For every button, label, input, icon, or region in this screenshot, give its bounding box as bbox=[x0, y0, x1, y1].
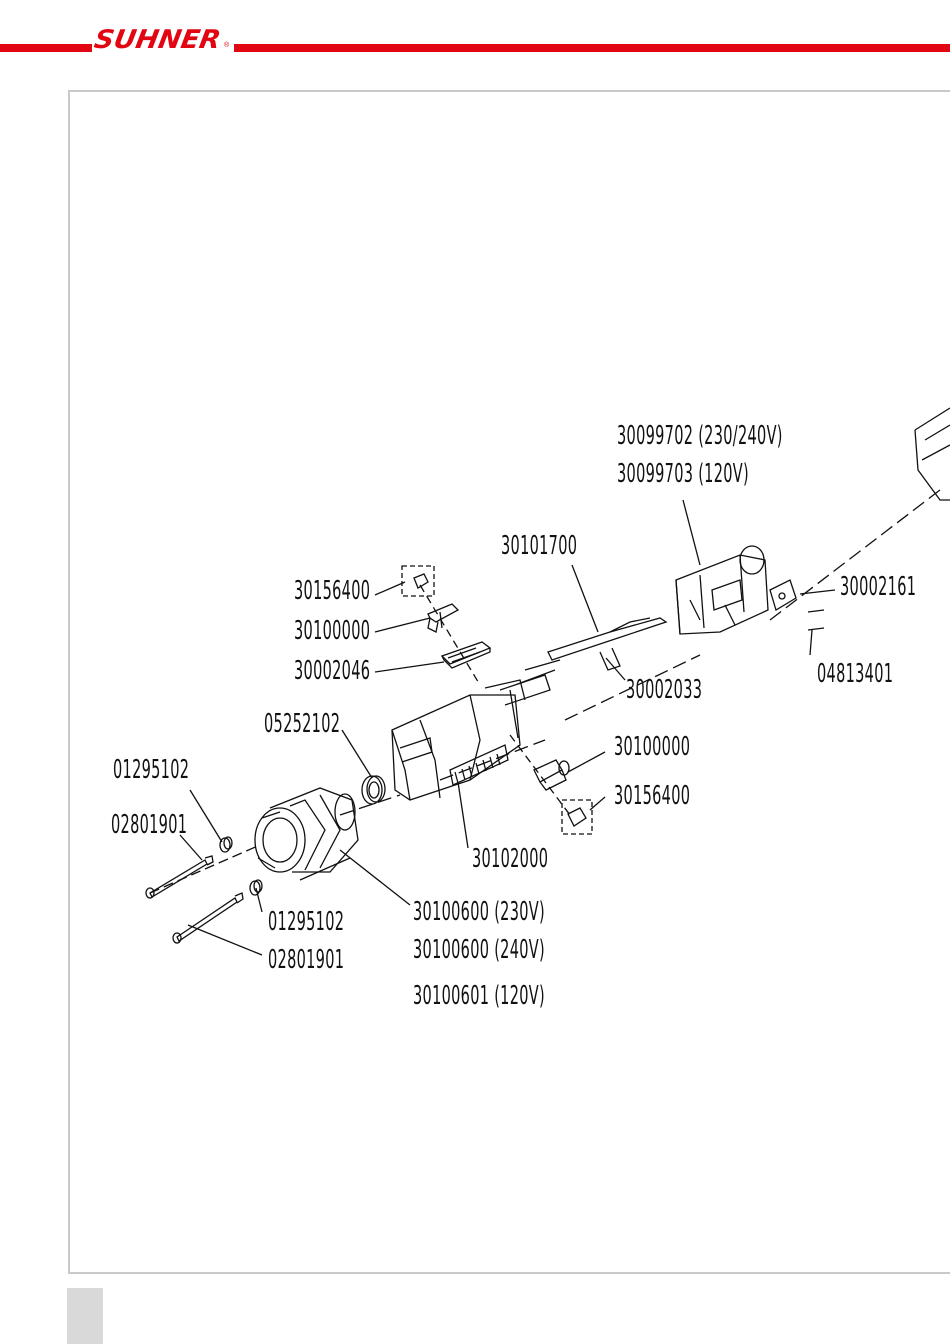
assembly-axis-line bbox=[150, 845, 260, 893]
part-label-switch-lever-lower: 30100000 bbox=[614, 733, 690, 761]
part-label-detail-lower: 30156400 bbox=[614, 782, 690, 810]
leader-line bbox=[375, 618, 430, 632]
switch-slider bbox=[442, 642, 490, 668]
part-label-end-cap: 30002161 bbox=[840, 573, 916, 601]
detail-box-lower bbox=[562, 800, 592, 834]
gear-housing-fragment bbox=[915, 408, 950, 500]
part-label-connector-strip: 30101700 bbox=[501, 532, 577, 560]
leader-line bbox=[190, 790, 222, 842]
part-label-electronic-module-120v: 30099703 (120V) bbox=[617, 460, 749, 488]
leader-line bbox=[375, 662, 444, 672]
part-label-washer-upper: 01295102 bbox=[113, 756, 189, 784]
part-label-stator-230v: 30100600 (230V) bbox=[413, 898, 545, 926]
part-label-screw-upper: 02801901 bbox=[111, 811, 187, 839]
connector-strip bbox=[548, 618, 666, 670]
assembly-axis-line bbox=[510, 735, 570, 815]
electronic-module bbox=[676, 546, 768, 634]
leader-line bbox=[683, 500, 700, 565]
bearing-ring bbox=[362, 776, 385, 804]
leader-line bbox=[188, 925, 262, 955]
part-label-stator-120v: 30100601 (120V) bbox=[413, 982, 545, 1010]
part-label-electronic-module-230v: 30099702 (230/240V) bbox=[617, 422, 783, 450]
screw-lower bbox=[173, 880, 262, 943]
part-label-contact: 30002033 bbox=[626, 676, 702, 704]
part-label-stator-240v: 30100600 (240V) bbox=[413, 936, 545, 964]
leader-line bbox=[342, 730, 372, 778]
stator-part bbox=[255, 788, 358, 880]
assembly-axis-line bbox=[340, 490, 940, 815]
leader-line bbox=[572, 565, 598, 632]
part-label-small-screw: 04813401 bbox=[817, 660, 893, 688]
detail-box-upper bbox=[402, 566, 434, 596]
leader-line bbox=[568, 752, 605, 772]
part-label-bearing-ring: 05252102 bbox=[264, 710, 340, 738]
end-cap bbox=[770, 580, 796, 610]
leader-line bbox=[810, 630, 812, 655]
leader-line bbox=[458, 782, 468, 848]
motor-housing bbox=[392, 660, 560, 800]
part-label-switch-lever-upper: 30100000 bbox=[294, 617, 370, 645]
part-label-detail-upper: 30156400 bbox=[294, 577, 370, 605]
part-label-switch-slider: 30002046 bbox=[294, 657, 370, 685]
switch-lever-upper bbox=[428, 604, 458, 632]
leader-line bbox=[375, 582, 405, 595]
assembly-axis-line bbox=[420, 585, 480, 685]
part-label-screw-lower: 02801901 bbox=[268, 946, 344, 974]
part-label-washer-lower: 01295102 bbox=[268, 908, 344, 936]
leader-line bbox=[800, 590, 835, 594]
part-label-motor-housing: 30102000 bbox=[472, 845, 548, 873]
leader-line bbox=[606, 658, 625, 680]
small-screw bbox=[808, 610, 824, 630]
leader-line bbox=[340, 850, 410, 905]
switch-lever-lower bbox=[534, 760, 569, 790]
